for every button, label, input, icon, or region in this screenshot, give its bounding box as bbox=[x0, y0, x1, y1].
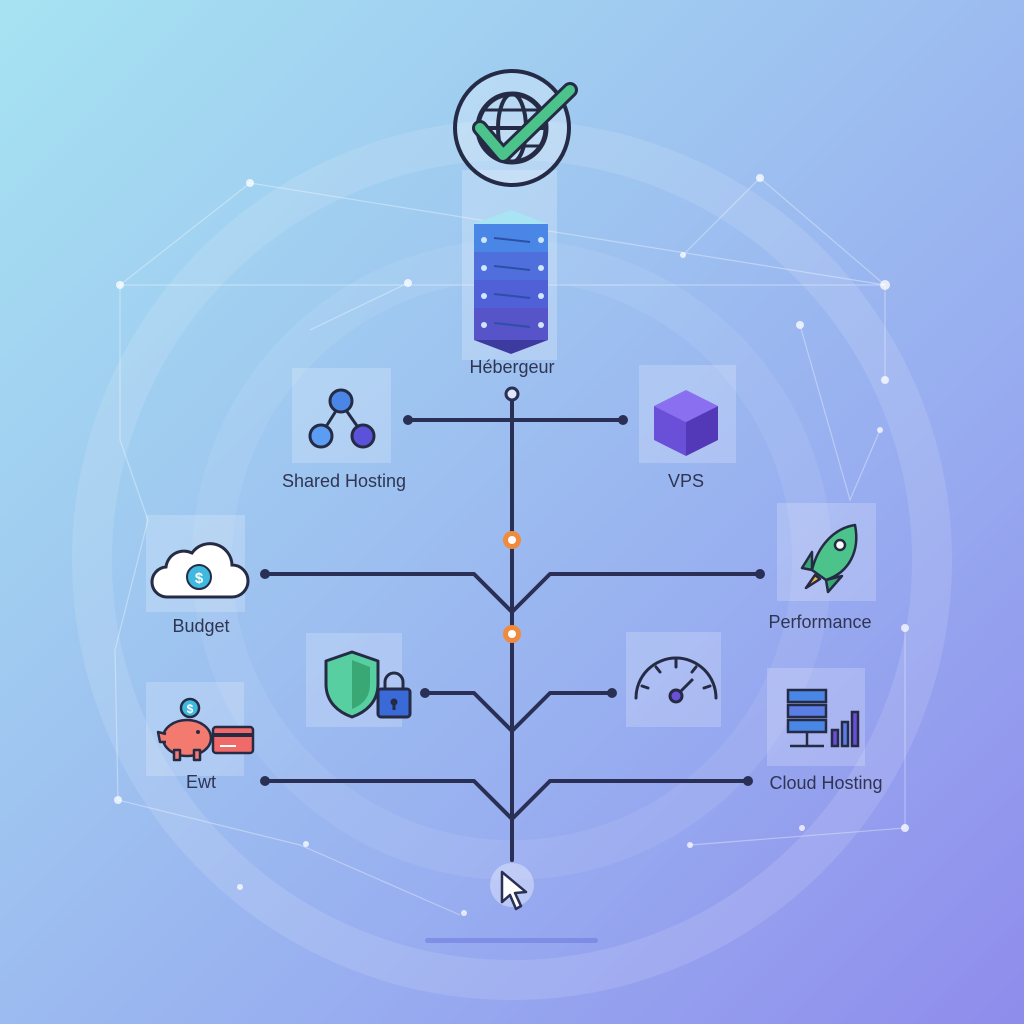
junction-dots bbox=[503, 531, 521, 643]
svg-text:$: $ bbox=[187, 702, 194, 716]
speedometer-icon bbox=[634, 656, 718, 704]
bottom-bar bbox=[425, 938, 598, 943]
root-label: Hébergeur bbox=[469, 357, 555, 377]
rocket-icon bbox=[800, 523, 858, 594]
svg-text:$: $ bbox=[195, 570, 204, 587]
server-chart-icon bbox=[786, 688, 860, 748]
background-nodes bbox=[114, 174, 909, 916]
server-stack-icon bbox=[474, 210, 548, 354]
globe-check-icon bbox=[453, 69, 578, 187]
vps-label: VPS bbox=[667, 471, 705, 491]
performance-label: Performance bbox=[768, 612, 872, 632]
branch-end-dots bbox=[260, 415, 765, 786]
shared-hosting-label: Shared Hosting bbox=[281, 471, 407, 491]
ewt-label: Ewt bbox=[185, 772, 217, 792]
shield-lock-icon bbox=[324, 650, 412, 719]
cube-icon bbox=[654, 390, 718, 456]
piggy-bank-card-icon: $ bbox=[156, 697, 255, 762]
network-nodes-icon bbox=[308, 388, 376, 449]
cloud-dollar-icon: $ bbox=[150, 542, 250, 599]
root-connector bbox=[504, 386, 520, 402]
shared-hosting-tile bbox=[292, 368, 391, 463]
budget-label: Budget bbox=[172, 616, 230, 636]
cloud-hosting-label: Cloud Hosting bbox=[769, 773, 883, 793]
cursor-icon bbox=[490, 863, 534, 911]
